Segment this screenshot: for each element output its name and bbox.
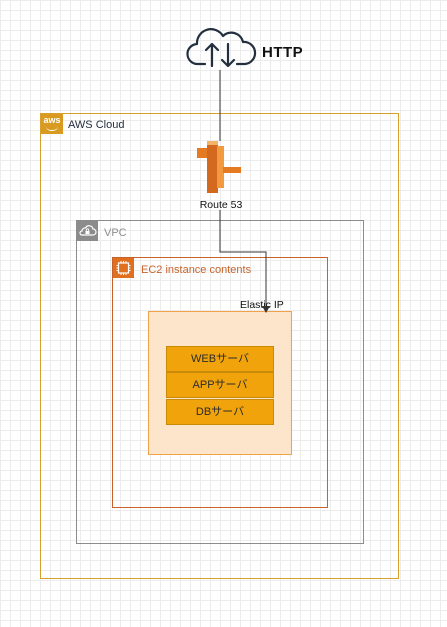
route53-label: Route 53 xyxy=(199,199,243,211)
elastic-ip-label: Elastic IP xyxy=(240,299,284,311)
aws-logo-icon: aws xyxy=(41,114,63,134)
ec2-instance-group xyxy=(112,257,328,508)
db-server-box: DBサーバ xyxy=(166,399,274,425)
route53-to-eip-line xyxy=(219,210,267,309)
app-server-box: APPサーバ xyxy=(166,372,274,398)
aws-logo-text: aws xyxy=(43,115,61,125)
vpc-cloud-lock-icon xyxy=(77,221,98,241)
ec2-instance-label: EC2 instance contents xyxy=(141,264,252,276)
http-label: HTTP xyxy=(262,44,304,61)
route53-icon xyxy=(197,141,241,193)
ec2-chip-icon xyxy=(113,258,134,278)
cloud-upload-download-icon xyxy=(186,28,257,68)
web-server-box: WEBサーバ xyxy=(166,346,274,372)
aws-cloud-label: AWS Cloud xyxy=(68,119,125,131)
vpc-label: VPC xyxy=(104,227,127,239)
arrow-head-icon xyxy=(262,306,270,313)
